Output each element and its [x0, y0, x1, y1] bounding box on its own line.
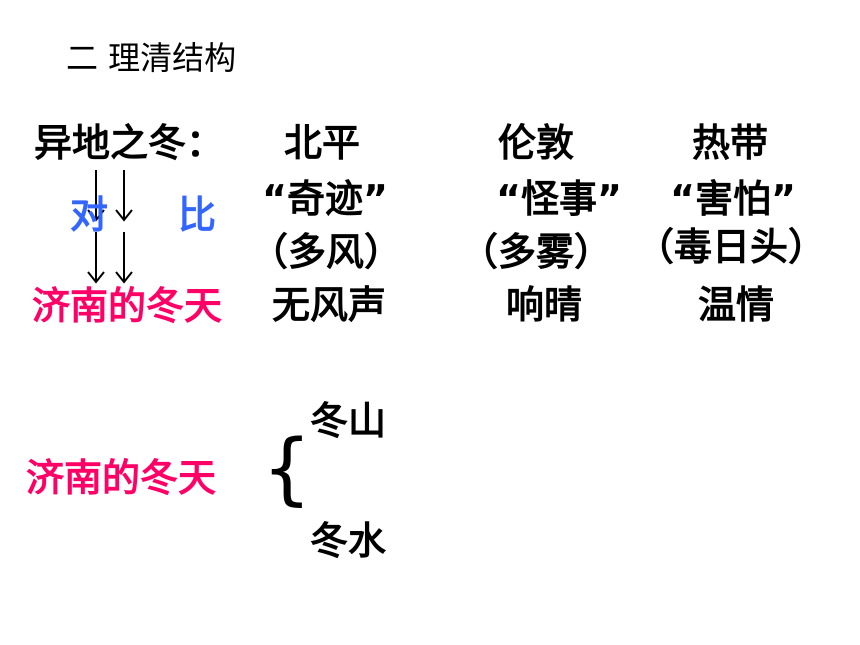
compare-char-bi: 比 [178, 193, 217, 237]
city-tropics: 热带 [692, 121, 769, 165]
compare-char-dui: 对 [70, 193, 109, 237]
note-beiping: （多风） [250, 230, 403, 274]
row-label: 异地之冬： [34, 121, 225, 165]
jinan-london: 响晴 [506, 283, 583, 327]
jinan-label: 济南的冬天 [32, 284, 223, 328]
quote-london: “怪事” [496, 177, 622, 221]
quote-tropics: “害怕” [670, 177, 796, 221]
arrow-down-icon [87, 170, 105, 222]
item-winter-mountain: 冬山 [310, 399, 387, 443]
section-title: 二 理清结构 [66, 39, 237, 77]
jinan-tropics: 温情 [698, 283, 775, 327]
arrow-down-icon [87, 232, 105, 284]
note-tropics: （毒日头） [636, 225, 827, 269]
arrow-down-icon [115, 170, 133, 222]
city-london: 伦敦 [498, 121, 575, 165]
item-winter-water: 冬水 [310, 519, 387, 563]
brace: { [262, 424, 312, 514]
bottom-jinan-label: 济南的冬天 [26, 456, 217, 500]
jinan-beiping: 无风声 [272, 283, 387, 327]
city-beiping: 北平 [284, 121, 361, 165]
note-london: （多雾） [460, 230, 613, 274]
quote-beiping: “奇迹” [262, 177, 388, 221]
arrow-down-icon [115, 232, 133, 284]
